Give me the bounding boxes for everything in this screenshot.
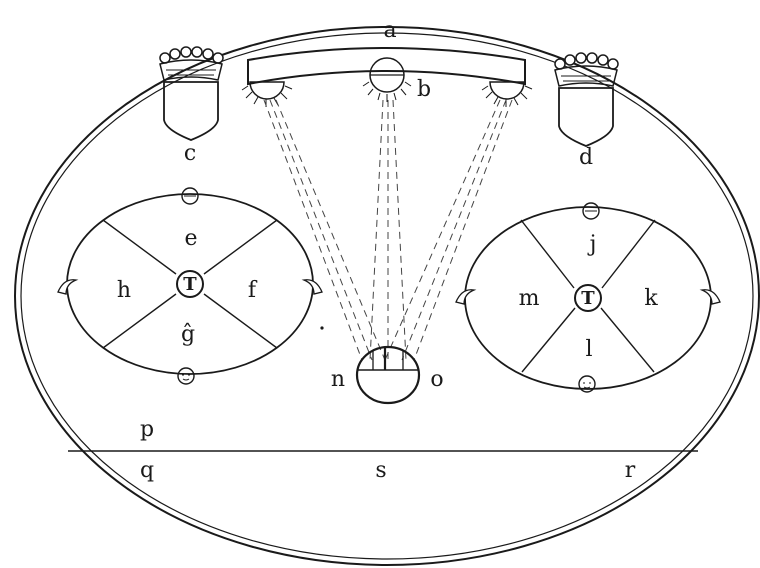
label-c: c (184, 141, 196, 166)
label-k: k (644, 286, 658, 311)
sun-center (363, 58, 411, 102)
sun-right (482, 82, 532, 107)
label-m: m (519, 286, 540, 311)
label-j: j (587, 232, 597, 257)
label-h: h (117, 278, 131, 303)
left-bottom-face (178, 368, 194, 384)
label-g: ĝ (181, 322, 195, 347)
label-e: e (184, 226, 197, 251)
label-n: n (331, 367, 345, 392)
label-l: l (585, 337, 592, 362)
coronet-shield-left (160, 47, 223, 140)
label-s: s (375, 458, 386, 483)
small-dot (320, 326, 323, 329)
label-r: r (625, 458, 636, 483)
right-center-mark: T (581, 288, 595, 309)
left-center-mark: T (183, 274, 197, 295)
label-d: d (579, 145, 593, 170)
label-q: q (140, 458, 154, 483)
arched-band (248, 48, 525, 84)
label-f: f (248, 278, 258, 303)
coronet-shield-right (555, 53, 618, 146)
label-a: a (383, 18, 396, 43)
label-b: b (417, 77, 431, 102)
sun-left (242, 82, 292, 107)
label-p: p (140, 417, 154, 442)
label-o: o (430, 367, 443, 392)
